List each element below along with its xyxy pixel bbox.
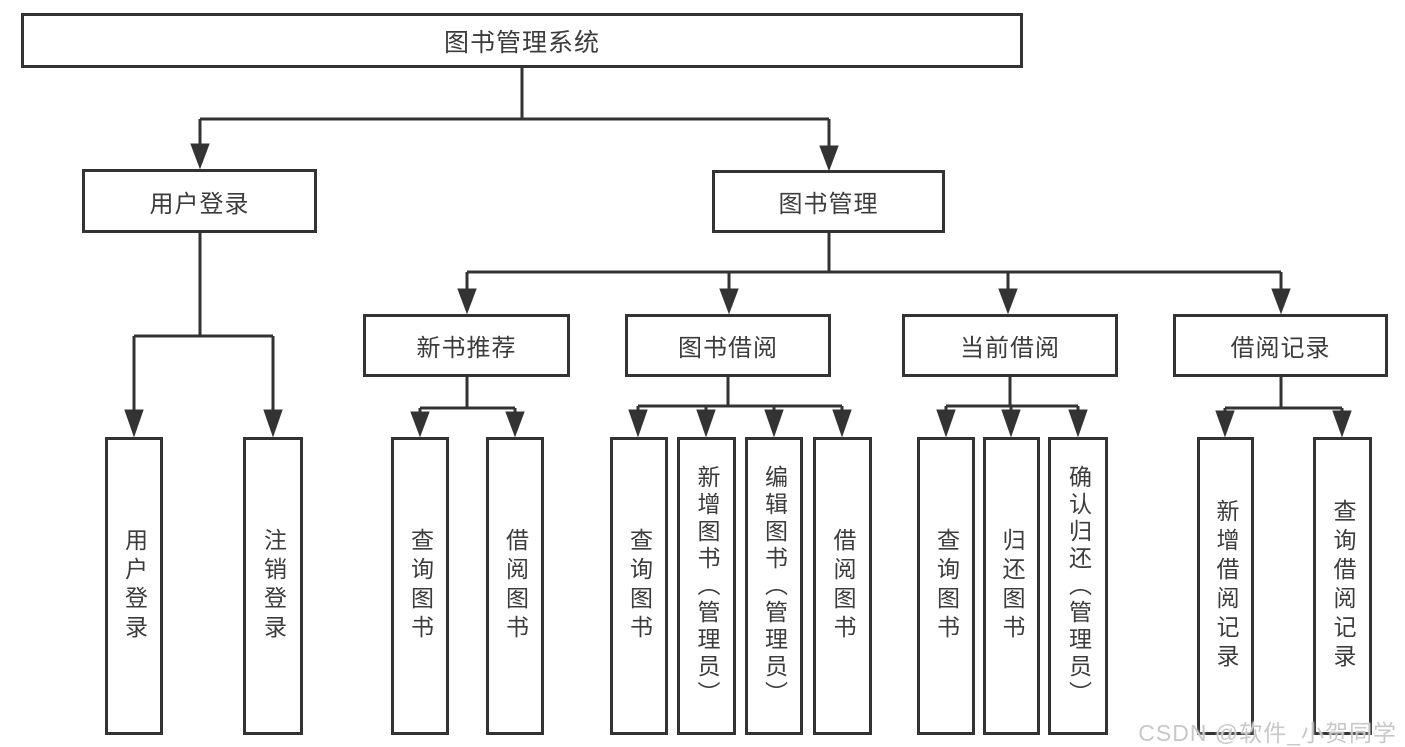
arrow-down-icon [263, 409, 283, 438]
arrow-down-icon [1068, 409, 1088, 438]
leaf-confirm-return-admin: 确认归还（管理员） [1048, 437, 1108, 735]
arrow-down-icon [1215, 410, 1235, 438]
node-book-borrowing: 图书借阅 [625, 314, 831, 377]
node-new-book-recommend: 新书推荐 [363, 314, 570, 377]
leaf-edit-books-admin: 编辑图书（管理员） [745, 437, 803, 735]
leaf-query-books-recommend: 查询图书 [391, 437, 449, 735]
leaf-logout: 注销登录 [243, 437, 303, 735]
arrow-down-icon [719, 288, 739, 315]
node-current-borrowing: 当前借阅 [902, 314, 1118, 377]
leaf-return-books: 归还图书 [983, 437, 1040, 735]
arrow-down-icon [1332, 410, 1352, 438]
arrow-down-icon [124, 409, 144, 438]
arrow-down-icon [764, 409, 784, 438]
node-borrowing-records: 借阅记录 [1173, 314, 1388, 377]
leaf-query-books-borrowing: 查询图书 [610, 437, 668, 735]
arrow-down-icon [936, 409, 956, 438]
leaf-borrow-books-recommend: 借阅图书 [486, 437, 544, 735]
arrow-down-icon [832, 409, 852, 438]
leaf-add-books-admin: 新增图书（管理员） [677, 437, 736, 735]
arrow-down-icon [628, 409, 648, 438]
leaf-user-login: 用户登录 [105, 437, 163, 735]
leaf-query-books-current: 查询图书 [917, 437, 975, 735]
node-book-management: 图书管理 [712, 170, 945, 233]
arrow-down-icon [696, 409, 716, 438]
arrow-down-icon [1271, 288, 1291, 315]
node-user-login: 用户登录 [82, 169, 317, 233]
arrow-down-icon [457, 288, 477, 315]
arrow-down-icon [998, 288, 1018, 315]
node-library-system: 图书管理系统 [21, 13, 1023, 68]
leaf-borrow-books-borrowing: 借阅图书 [813, 437, 872, 735]
leaf-add-borrow-record: 新增借阅记录 [1197, 437, 1254, 735]
leaf-query-borrow-record: 查询借阅记录 [1313, 437, 1372, 735]
arrow-down-icon [410, 411, 430, 438]
arrow-down-icon [505, 411, 525, 438]
arrow-down-icon [1001, 409, 1021, 438]
arrow-down-icon [190, 143, 210, 170]
arrow-down-icon [819, 145, 839, 172]
